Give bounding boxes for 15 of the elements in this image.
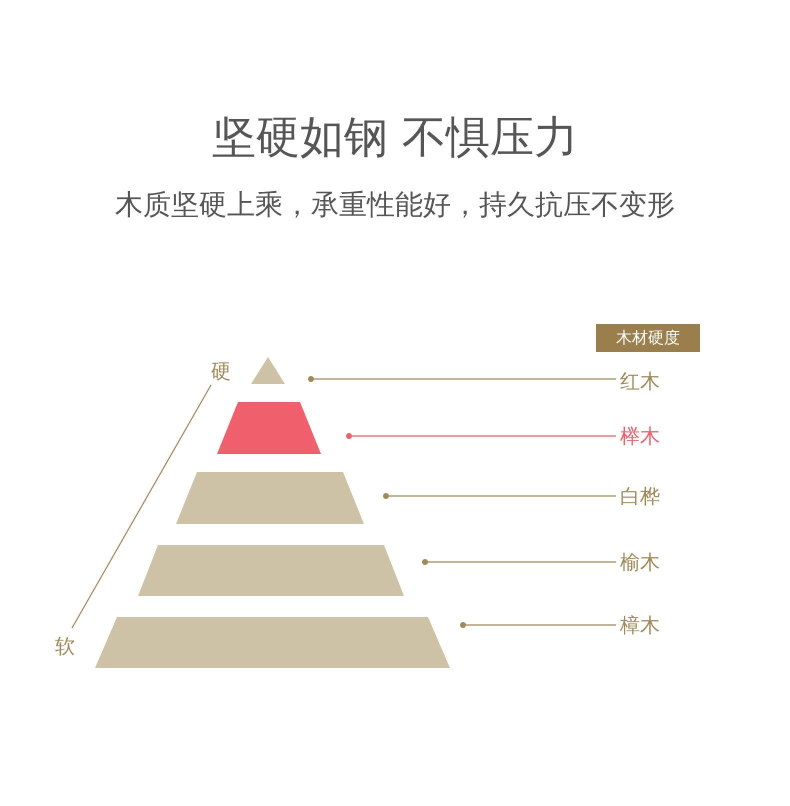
header-tag: 木材硬度: [596, 324, 700, 352]
wood-label: 红木: [620, 369, 660, 393]
wood-label: 白桦: [620, 484, 660, 508]
leader-line: [422, 559, 616, 565]
wood-label: 榆木: [620, 550, 660, 574]
leader-line: [308, 376, 616, 382]
leader-line: [460, 622, 616, 628]
wood-label: 樟木: [620, 613, 660, 637]
subtitle: 木质坚硬上乘，承重性能好，持久抗压不变形: [114, 187, 676, 223]
title: 坚硬如钢 不惧压力: [211, 111, 579, 165]
leader-line: [383, 493, 616, 499]
axis-label: 硬: [211, 358, 231, 385]
axis-label: 软: [55, 633, 75, 660]
leader-line: [346, 433, 616, 439]
wood-label: 榉木: [620, 424, 660, 448]
